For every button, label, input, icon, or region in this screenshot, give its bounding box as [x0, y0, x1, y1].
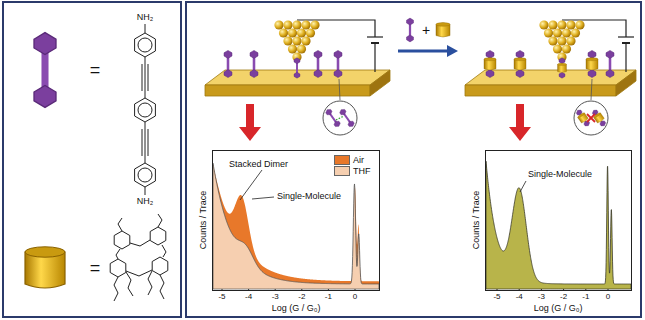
axis-title: Log (G / G₀)	[272, 303, 321, 313]
amine-group: NH₂	[137, 196, 154, 206]
tick-label: -1	[582, 292, 589, 301]
legend-swatch	[334, 166, 350, 176]
amine-group: NH₂	[137, 12, 154, 22]
annotation: Stacked Dimer	[229, 159, 288, 169]
legend-entry: THF	[334, 165, 371, 176]
circuit-1	[297, 20, 383, 72]
molecule-symbol	[407, 18, 414, 42]
calixarene-symbol	[25, 247, 65, 288]
air-histogram	[213, 164, 379, 289]
zoom-leader	[591, 79, 592, 100]
legend: AirTHF	[334, 154, 371, 176]
tick-label: -4	[245, 292, 252, 301]
plus-sign: +	[422, 22, 430, 38]
thf-histogram	[213, 163, 379, 289]
stm-tip-1	[274, 20, 319, 61]
down-arrow	[509, 104, 531, 141]
leader-line	[240, 170, 262, 200]
down-arrow	[239, 104, 261, 141]
legend-text: Air	[353, 155, 364, 165]
diamine-structure	[135, 24, 156, 195]
leader-line	[252, 197, 274, 199]
plot-frame: Single-Molecule	[485, 150, 632, 291]
tick-label: -5	[218, 292, 225, 301]
tick-label: 0	[353, 292, 357, 301]
tick-label: -3	[538, 292, 545, 301]
axis-title: Counts / Trace	[471, 191, 481, 250]
tick-label: -4	[516, 292, 523, 301]
tick-label: -2	[298, 292, 305, 301]
right-panel	[186, 2, 641, 317]
equals-sign: =	[90, 60, 101, 81]
zoom-blocked	[574, 101, 608, 135]
leader-line	[520, 181, 526, 192]
encapsulated-molecules	[484, 50, 614, 78]
molecule-symbol	[34, 33, 56, 108]
legend-entry: Air	[334, 154, 371, 165]
zoom-leader	[339, 79, 340, 100]
legend-swatch	[334, 155, 350, 165]
axis-title: Counts / Trace	[198, 191, 208, 250]
stm-tip-2	[539, 20, 584, 61]
calixarene-symbol	[436, 23, 450, 37]
calixarene-structure	[110, 214, 168, 301]
annotation: Single-Molecule	[277, 191, 341, 201]
tick-label: -3	[272, 292, 279, 301]
molecules-1	[224, 50, 342, 78]
left-panel	[3, 2, 181, 317]
histogram	[486, 161, 631, 289]
zoom-dimer	[323, 101, 357, 135]
tick-label: -2	[560, 292, 567, 301]
tick-label: -5	[493, 292, 500, 301]
equals-sign: =	[90, 258, 101, 279]
tick-label: -1	[325, 292, 332, 301]
annotation: Single-Molecule	[528, 169, 592, 179]
tick-label: 0	[606, 292, 610, 301]
transition-arrow	[398, 45, 458, 57]
legend-text: THF	[353, 166, 371, 176]
axis-title: Log (G / G₀)	[534, 303, 583, 313]
